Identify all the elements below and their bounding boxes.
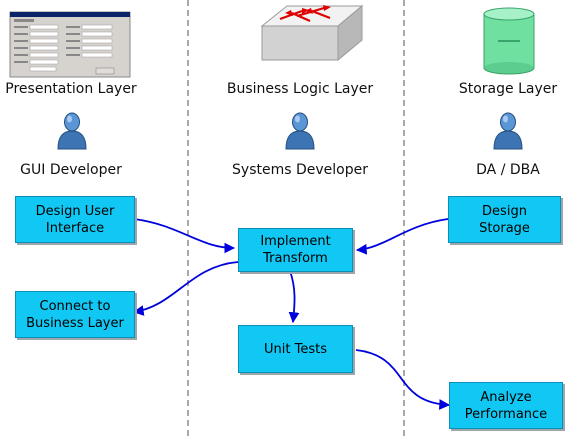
task-label-line: Storage [479, 220, 530, 236]
task-label-line: Unit Tests [264, 341, 327, 357]
task-label-line: Interface [45, 220, 105, 236]
task-label-line: Design [482, 203, 527, 219]
task-label-line: Implement [260, 234, 331, 249]
lane-label-business: Business Logic Layer [226, 81, 374, 97]
role-label-dba: DA / DBA [476, 162, 540, 178]
lane-label-storage: Storage Layer [458, 81, 558, 97]
role-label-gui: GUI Developer [20, 162, 122, 178]
arrow-design-ui-to-implement [133, 218, 236, 254]
network-switch-icon [260, 4, 364, 62]
task-label-line: Performance [464, 406, 548, 422]
person-icon [285, 112, 315, 150]
person-icon [493, 112, 523, 150]
database-cylinder-icon [483, 7, 535, 75]
task-label-line: Design User [35, 203, 115, 219]
arrow-design-storage-to-implement [355, 218, 449, 255]
task-label-line: Business Layer [26, 315, 124, 331]
person-icon [57, 112, 87, 150]
arrow-unit-tests-to-analyze [355, 349, 451, 410]
task-unit-tests[interactable]: Unit Tests [238, 325, 353, 373]
task-label-line: Connect to [39, 298, 111, 314]
task-label-line: Analyze [480, 389, 532, 405]
task-label-line: Transform [263, 251, 328, 266]
arrow-implement-to-unit-tests [288, 270, 300, 324]
role-label-systems: Systems Developer [232, 162, 368, 178]
lane-divider-left [187, 0, 189, 436]
arrow-implement-to-connect [132, 261, 239, 316]
lane-label-presentation: Presentation Layer [5, 81, 137, 97]
lane-divider-right [403, 0, 405, 436]
screenshot-thumbnail-icon [9, 11, 131, 78]
